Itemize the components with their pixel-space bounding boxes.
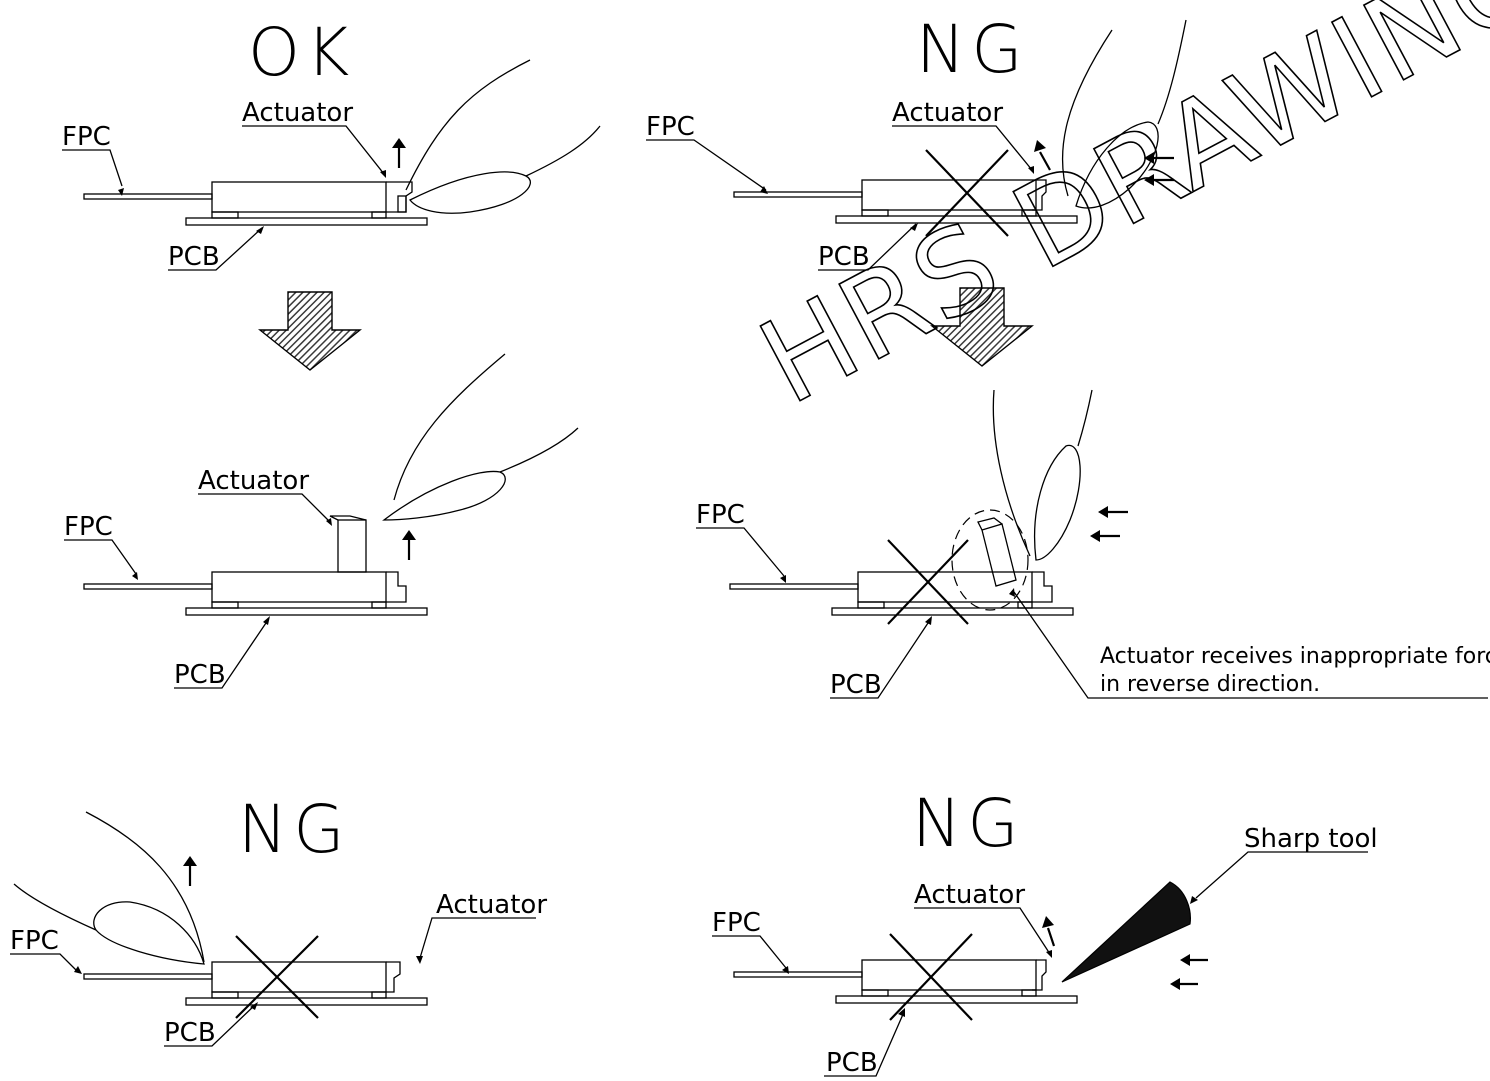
label-fpc: FPC [62,122,111,152]
warning-note-line1: Actuator receives inappropriate force [1100,644,1490,669]
label-fpc: FPC [64,512,113,542]
label-fpc: FPC [10,926,59,956]
actuator-open [337,519,367,573]
label-actuator: Actuator [892,98,1003,128]
label-pcb: PCB [174,660,226,690]
label-pcb: PCB [164,1018,216,1048]
fingernail [408,171,531,214]
label-fpc: FPC [712,908,761,938]
connector-assembly [83,181,428,226]
connector-assembly [733,959,1078,1004]
verdict-ok: OK [248,14,355,91]
connector-assembly [729,571,1074,616]
finger-outline [405,59,531,191]
finger-outline [992,389,1031,557]
panel-ng-top: NG FPC Actuator PCB [646,11,1187,272]
panel-ng-bottom-right: NG FPC Actuator Sharp tool PCB [712,785,1378,1078]
connector-assembly [83,961,428,1006]
finger-outline [393,353,506,501]
label-actuator: Actuator [436,890,547,920]
label-fpc: FPC [696,500,745,530]
label-pcb: PCB [168,242,220,272]
transition-arrow-ok [259,291,361,371]
fingernail [382,470,506,521]
detail-circle [951,509,1029,611]
label-pcb: PCB [830,670,882,700]
finger-outline [85,811,205,963]
warning-note-line2: in reverse direction. [1100,672,1320,697]
actuator-lifted [981,523,1017,587]
panel-ng-result: FPC PCB Actuator receives inappropriate … [696,389,1490,700]
fingernail [93,901,205,965]
label-pcb: PCB [826,1048,878,1078]
fingernail [1033,444,1081,561]
panel-ok-result: FPC Actuator PCB [64,353,579,690]
panel-ng-bottom-left: NG FPC Actuator PCB [10,791,547,1048]
verdict-ng: NG [238,791,351,868]
label-actuator: Actuator [242,98,353,128]
label-actuator: Actuator [914,880,1025,910]
connector-assembly [733,179,1078,224]
verdict-ng: NG [916,11,1029,88]
label-pcb: PCB [818,242,870,272]
fingernail [1075,121,1159,209]
sharp-tool-icon [1061,881,1191,983]
panel-ok: OK FPC Actuator PCB [62,14,601,272]
label-actuator: Actuator [198,466,309,496]
finger-outline [1061,29,1113,197]
verdict-ng: NG [912,785,1025,862]
label-sharp-tool: Sharp tool [1244,824,1378,854]
connector-assembly [83,571,428,616]
label-fpc: FPC [646,112,695,142]
